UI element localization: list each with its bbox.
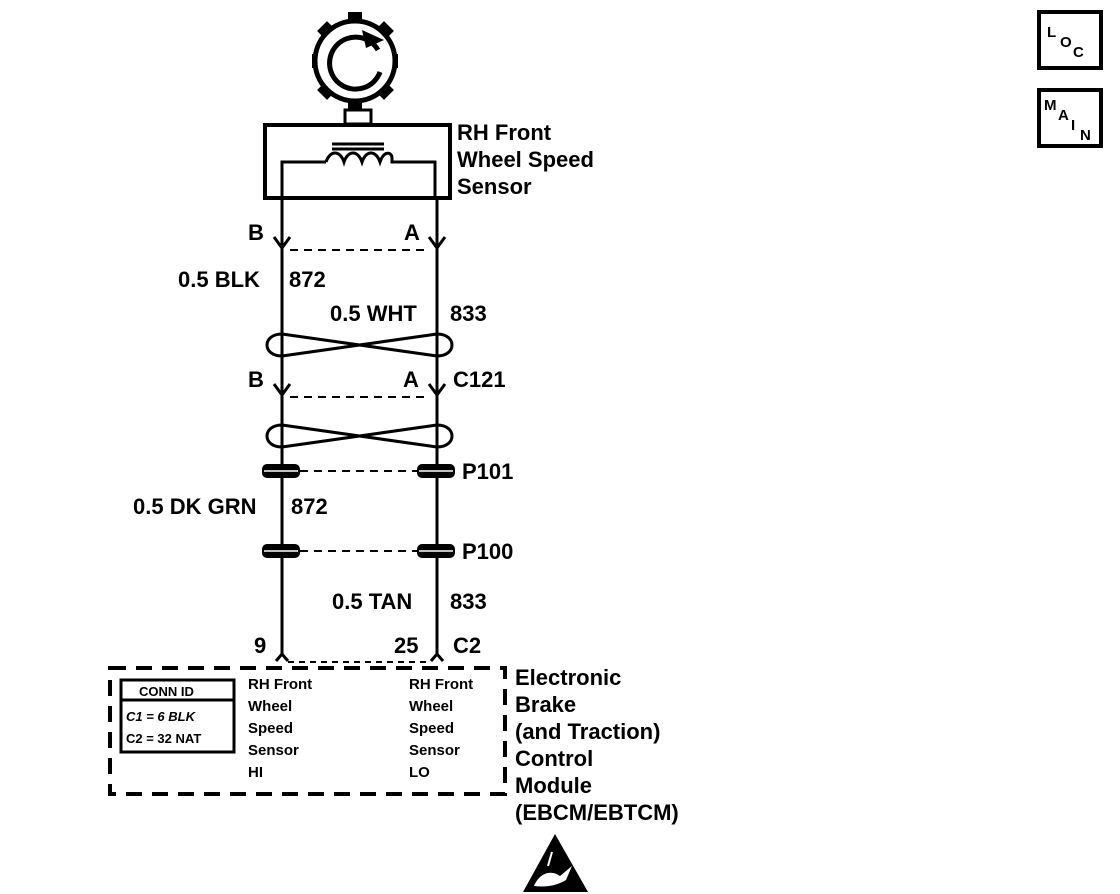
conn-id-box: CONN ID C1 = 6 BLK C2 = 32 NAT <box>119 678 236 754</box>
main-button-n: N <box>1080 127 1091 144</box>
module-name-line4: Control <box>515 746 593 771</box>
wire-833-tan-gauge-color: 0.5 TAN <box>332 589 412 614</box>
module-name-line3: (and Traction) <box>515 719 660 744</box>
c121-pin-a: A <box>403 367 419 392</box>
wire-872-gauge-color: 0.5 BLK <box>178 267 260 292</box>
loc-button-o: O <box>1060 34 1072 51</box>
pin-hi-line1: RH Front <box>248 676 312 693</box>
conn-id-title: CONN ID <box>139 684 194 699</box>
sensor-name-line3: Sensor <box>457 174 532 199</box>
pin-description-lo: RH Front Wheel Speed Sensor LO <box>409 676 473 781</box>
module-name-line5: Module <box>515 773 592 798</box>
module-name-line2: Brake <box>515 692 576 717</box>
pin-hi-line5: HI <box>248 764 263 781</box>
wire-833-gauge-color: 0.5 WHT <box>330 301 417 326</box>
c121-name: C121 <box>453 367 506 392</box>
tone-wheel-icon <box>312 12 398 112</box>
esd-warning-icon <box>523 834 588 892</box>
splice-p101: P101 <box>262 459 513 484</box>
wire-833-circuit: 833 <box>450 301 487 326</box>
conn-id-row1: C1 = 6 BLK <box>126 709 197 724</box>
twisted-pair-lower <box>265 423 454 449</box>
sensor-pin-b: B <box>248 220 264 245</box>
c121-pin-b: B <box>248 367 264 392</box>
p101-name: P101 <box>462 459 513 484</box>
main-button[interactable]: M A I N <box>1037 88 1103 148</box>
module-name-line1: Electronic <box>515 665 621 690</box>
sensor-name-line2: Wheel Speed <box>457 147 594 172</box>
ebcm-module: CONN ID C1 = 6 BLK C2 = 32 NAT RH Front … <box>108 665 679 825</box>
wire-872-dkgrn-gauge-color: 0.5 DK GRN <box>133 494 256 519</box>
p100-name: P100 <box>462 539 513 564</box>
sensor-pin-a: A <box>404 220 420 245</box>
rh-front-wheel-speed-sensor: RH Front Wheel Speed Sensor <box>263 108 594 200</box>
loc-button[interactable]: L O C <box>1037 10 1103 70</box>
main-button-a: A <box>1058 107 1069 124</box>
wire-833-tan-circuit: 833 <box>450 589 487 614</box>
main-button-i: I <box>1071 117 1075 134</box>
main-button-m: M <box>1044 97 1057 114</box>
loc-button-l: L <box>1047 24 1056 41</box>
pin-lo-line3: Speed <box>409 720 454 737</box>
wire-872-dkgrn-circuit: 872 <box>291 494 328 519</box>
module-connector-c2: 9 25 C2 <box>254 633 481 663</box>
loc-button-c: C <box>1073 44 1084 61</box>
c2-name: C2 <box>453 633 481 658</box>
pin-lo-line2: Wheel <box>409 698 453 715</box>
pin-description-hi: RH Front Wheel Speed Sensor HI <box>248 676 312 781</box>
pin-hi-line2: Wheel <box>248 698 292 715</box>
splice-p100: P100 <box>262 539 513 564</box>
wire-872-circuit: 872 <box>289 267 326 292</box>
pin-hi-line4: Sensor <box>248 742 299 759</box>
module-name-line6: (EBCM/EBTCM) <box>515 800 679 825</box>
pin-lo-line1: RH Front <box>409 676 473 693</box>
twisted-pair-upper <box>265 332 454 358</box>
pin-lo-line5: LO <box>409 764 430 781</box>
pin-hi-line3: Speed <box>248 720 293 737</box>
sensor-connector: B A <box>248 220 447 251</box>
pin-lo-line4: Sensor <box>409 742 460 759</box>
connector-c121: B A C121 <box>248 367 506 398</box>
c2-pin-9: 9 <box>254 633 266 658</box>
coil-icon <box>324 142 394 167</box>
c2-pin-25: 25 <box>394 633 418 658</box>
conn-id-row2: C2 = 32 NAT <box>126 731 201 746</box>
sensor-name-line1: RH Front <box>457 120 552 145</box>
